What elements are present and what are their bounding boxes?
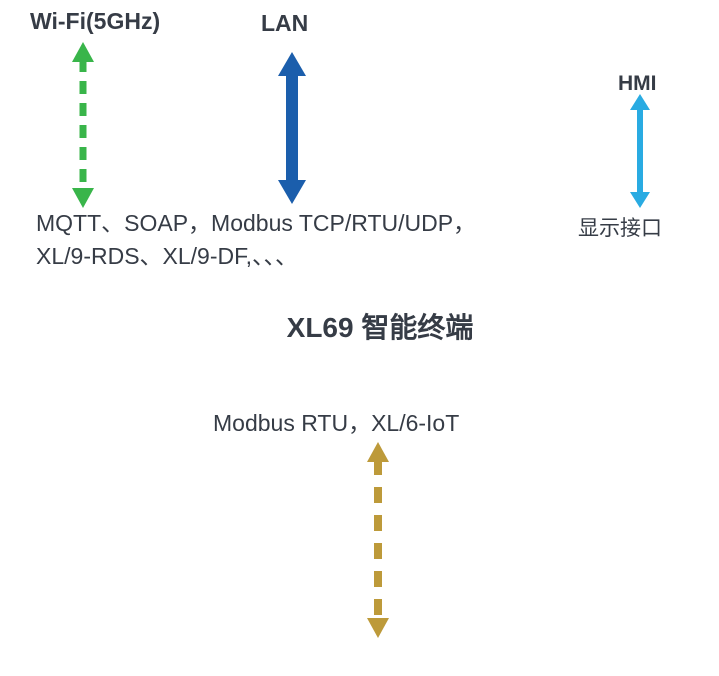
downlink-arrow (367, 442, 389, 638)
downlink-arrowhead-bottom (367, 618, 389, 638)
uplink-protocols-line1: MQTT、SOAP，Modbus TCP/RTU/UDP， (36, 210, 477, 236)
device-title: XL69 智能终端 (286, 312, 474, 343)
lan-label: LAN (261, 10, 309, 36)
hmi-arrowhead-bottom (630, 192, 650, 208)
lan-arrow (278, 52, 306, 204)
hmi-arrow (630, 94, 650, 208)
downlink-arrowhead-top (367, 442, 389, 462)
wifi-label: Wi-Fi(5GHz) (30, 8, 161, 34)
wifi-arrowhead-top (72, 42, 94, 62)
lan-arrowhead-bottom (278, 180, 306, 204)
display-interface-label: 显示接口 (578, 217, 662, 240)
downlink-protocols: Modbus RTU，XL/6-IoT (213, 410, 460, 436)
lan-arrowhead-top (278, 52, 306, 76)
wifi-arrow (72, 42, 94, 208)
hmi-arrowhead-top (630, 94, 650, 110)
wifi-arrowhead-bottom (72, 188, 94, 208)
hmi-label: HMI (618, 72, 657, 95)
uplink-protocols-line2: XL/9-RDS、XL/9-DF,、、、 (36, 243, 299, 269)
